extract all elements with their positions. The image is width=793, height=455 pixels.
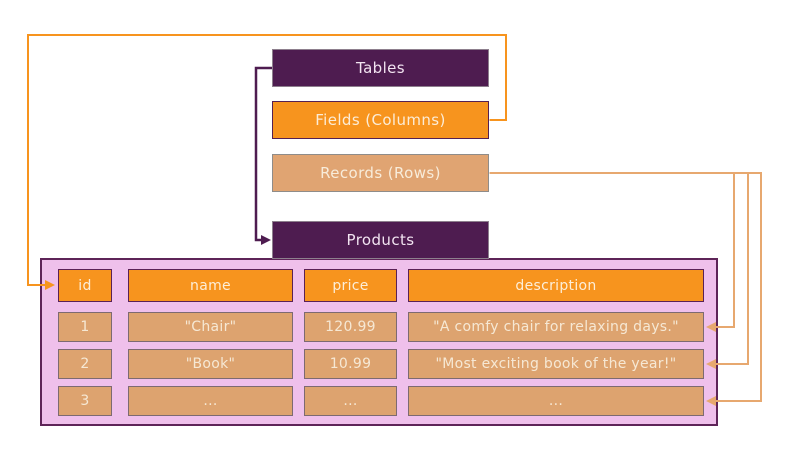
header-cell-name: name	[128, 269, 293, 302]
tables-to-products-connector	[254, 66, 272, 245]
fields-columns-box: Fields (Columns)	[272, 101, 489, 139]
table-cell-row1-price: 120.99	[304, 312, 397, 342]
tables-box: Tables	[272, 49, 489, 87]
table-cell-row3-name: ...	[128, 386, 293, 416]
table-cell-row2-description: "Most exciting book of the year!"	[408, 349, 704, 379]
table-cell-row3-id: 3	[58, 386, 112, 416]
table-cell-row1-description: "A comfy chair for relaxing days."	[408, 312, 704, 342]
header-cell-price: price	[304, 269, 397, 302]
fields-columns-box-label: Fields (Columns)	[315, 111, 446, 129]
products-table-title-box: Products	[272, 221, 489, 259]
table-cell-row2-name: "Book"	[128, 349, 293, 379]
table-cell-row1-name: "Chair"	[128, 312, 293, 342]
header-cell-id: id	[58, 269, 112, 302]
header-cell-description: description	[408, 269, 704, 302]
table-cell-row2-id: 2	[58, 349, 112, 379]
table-cell-row3-price: ...	[304, 386, 397, 416]
arrowhead-right-icon	[261, 235, 271, 245]
products-table: id name price description 1 "Chair" 120.…	[40, 258, 718, 426]
records-rows-box-label: Records (Rows)	[320, 164, 441, 182]
products-table-title-label: Products	[346, 231, 415, 249]
table-cell-row1-id: 1	[58, 312, 112, 342]
tables-box-label: Tables	[355, 59, 405, 77]
table-cell-row3-description: ...	[408, 386, 704, 416]
records-rows-box: Records (Rows)	[272, 154, 489, 192]
table-cell-row2-price: 10.99	[304, 349, 397, 379]
